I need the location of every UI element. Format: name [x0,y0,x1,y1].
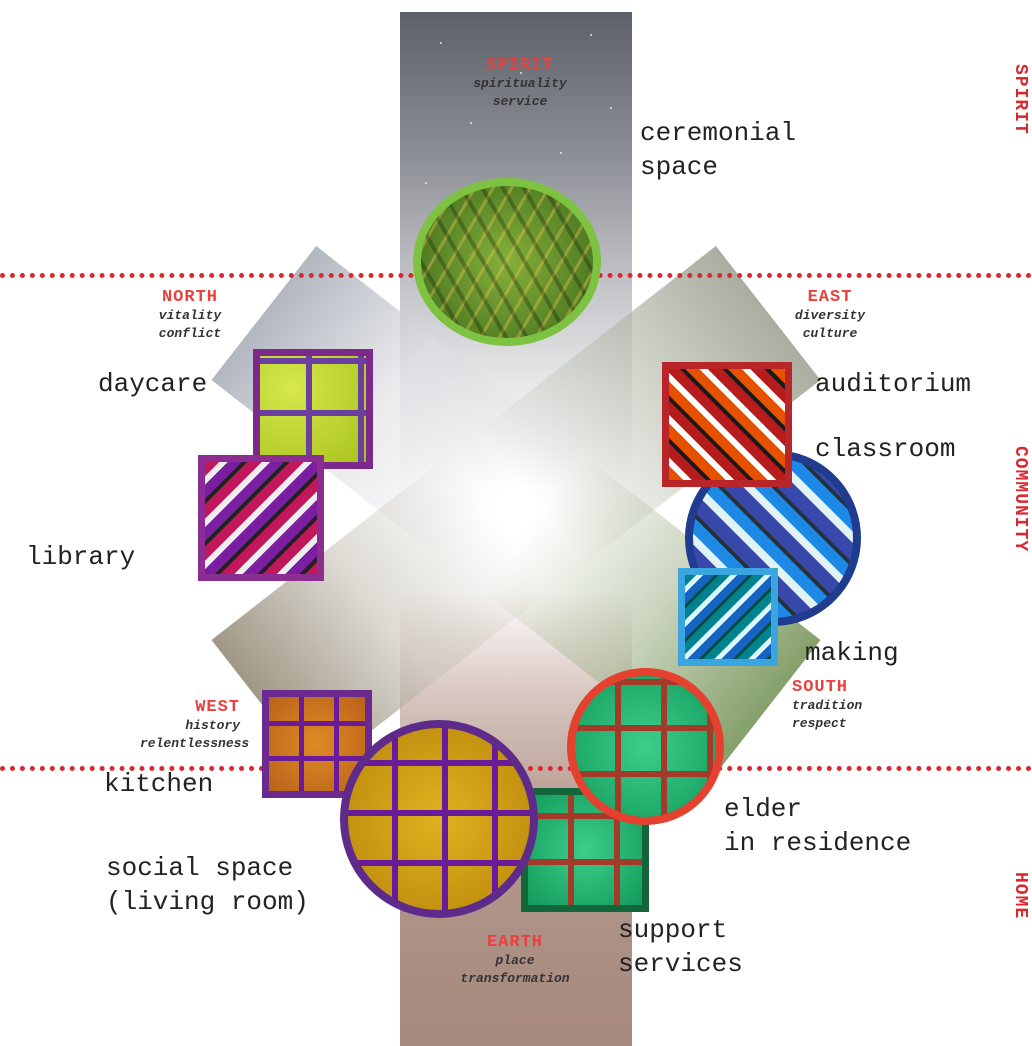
east-line-1: diversity [775,307,885,325]
earth-line-1: place [435,952,595,970]
west-title: WEST [140,698,240,717]
community-zone-label: COMMUNITY [1010,446,1030,552]
spirit-direction: SPIRIT spirituality service [440,56,600,111]
north-title: NORTH [130,288,250,307]
ceremonial-space-label: ceremonial space [640,116,796,184]
south-title: SOUTH [792,678,902,697]
spirit-zone-label: SPIRIT [1010,64,1030,135]
elder-in-residence-label: elder in residence [724,792,911,860]
kitchen-label: kitchen [104,767,213,801]
south-line-2: respect [792,715,902,733]
east-direction: EAST diversity culture [775,288,885,343]
east-line-2: culture [775,325,885,343]
braided-sweetgrass-icon [413,178,601,346]
north-line-1: vitality [130,307,250,325]
spirit-title: SPIRIT [440,56,600,75]
earth-line-2: transformation [435,970,595,988]
home-zone-label: HOME [1010,872,1030,919]
west-line-1: history [140,717,240,735]
earth-direction: EARTH place transformation [435,933,595,988]
north-line-2: conflict [130,325,250,343]
beadwork-floral-icon [340,720,538,918]
south-line-1: tradition [792,697,902,715]
social-space-label: social space (living room) [106,851,309,919]
earth-title: EARTH [435,933,595,952]
beadwork-floral-icon [567,668,724,825]
beadwork-floral-icon [253,349,373,469]
classroom-label: classroom [815,432,955,466]
daycare-label: daycare [98,367,207,401]
west-line-2: relentlessness [140,735,240,753]
beadwork-chevron-icon [198,455,324,581]
spirit-line-2: service [440,93,600,111]
south-direction: SOUTH tradition respect [792,678,902,733]
making-label: making [805,636,899,670]
east-title: EAST [775,288,885,307]
beadwork-chevron-icon [678,568,778,666]
library-label: library [26,540,135,574]
auditorium-label: auditorium [815,367,971,401]
west-direction: WEST history relentlessness [140,698,240,753]
support-services-label: support services [618,913,743,981]
north-direction: NORTH vitality conflict [130,288,250,343]
spirit-line-1: spirituality [440,75,600,93]
beadwork-chevron-icon [662,362,792,487]
